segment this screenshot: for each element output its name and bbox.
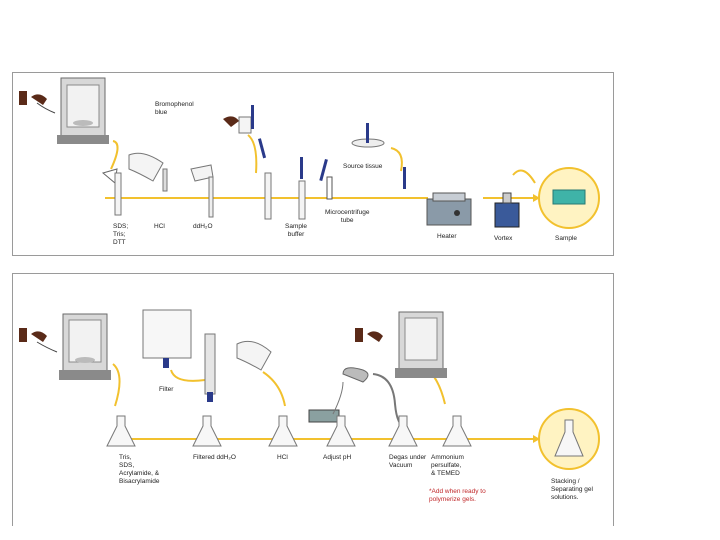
top-tissue-flow — [390, 147, 403, 172]
bottom-reagent-bottle-left — [19, 328, 58, 353]
bottom-hcl-flow — [262, 371, 286, 407]
top-wash-bottle-hcl — [128, 152, 168, 192]
label-sample-buffer: Sample buffer — [285, 223, 308, 238]
bottom-filtration-unit — [142, 309, 192, 368]
top-heater — [426, 192, 472, 226]
top-microcentrifuge-tube — [326, 176, 333, 200]
top-panel-sample-prep: Bromophenol blue Source tissue SDS; Tris… — [12, 72, 614, 256]
bottom-reagent-bottle-right — [355, 328, 383, 342]
bottom-flasks — [106, 415, 472, 447]
top-bromophenol-kit — [223, 105, 254, 134]
label-microcentrifuge-tube: Microcentrifuge tube — [325, 209, 370, 224]
top-balance-flow — [110, 140, 119, 170]
label-sds-tris-dtt: SDS; Tris; DTT — [113, 223, 129, 246]
top-flow-lines — [105, 134, 536, 199]
label-hcl-top: HCl — [154, 223, 165, 230]
label-source-tissue: Source tissue — [343, 163, 383, 170]
label-hcl-bottom: HCl — [277, 454, 288, 461]
bottom-balance-flow — [112, 363, 121, 407]
top-bromophenol-flow — [247, 134, 258, 174]
bottom-filter-flow — [170, 369, 206, 382]
top-cylinders — [114, 172, 306, 220]
bottom-wash-bottle — [236, 340, 272, 371]
bottom-panel-diagram — [19, 309, 600, 470]
top-vortex-sample-arc — [512, 169, 536, 184]
bottom-filter-column — [204, 333, 216, 402]
label-ddh2o: ddH₂O — [193, 223, 213, 230]
label-degas-vacuum: Degas under Vacuum — [389, 454, 427, 469]
top-water-bottle — [190, 164, 214, 218]
label-add-when-ready-note: *Add when ready to polymerize gels. — [429, 488, 486, 503]
label-vortex: Vortex — [494, 235, 513, 242]
bottom-ph-meter — [308, 367, 406, 427]
top-balance — [57, 77, 109, 144]
top-sample-circle — [538, 167, 600, 229]
top-arrowhead — [533, 194, 540, 202]
label-tris-sds-acrylamide: Tris, SDS, Acrylamide, & Bisacrylamide — [119, 454, 160, 485]
label-filtered-water: Filtered ddH₂O — [193, 454, 236, 461]
bottom-arrowhead — [533, 435, 540, 443]
label-sample: Sample — [555, 235, 578, 242]
label-heater: Heater — [437, 233, 457, 240]
bottom-panel-gel-prep: Filter Tris, SDS, Acrylamide, & Bisacryl… — [12, 273, 614, 526]
label-ammonium-persulfate: Ammonium persulfate, & TEMED — [431, 454, 464, 477]
bottom-balance-right — [395, 311, 447, 378]
top-reagent-bottle — [19, 91, 56, 114]
label-filter: Filter — [159, 386, 174, 393]
top-source-tissue — [351, 123, 385, 148]
bottom-gel-solution-circle — [538, 408, 600, 470]
label-bromophenol-blue: Bromophenol blue — [155, 101, 194, 116]
label-adjust-ph: Adjust pH — [323, 454, 352, 461]
top-pipettes — [258, 138, 406, 189]
label-stacking-separating: Stacking / Separating gel solutions. — [551, 478, 593, 501]
bottom-balance-left — [59, 313, 111, 380]
bottom-flow-lines — [112, 363, 533, 440]
top-panel-diagram — [19, 77, 600, 229]
top-vortex — [494, 192, 520, 228]
